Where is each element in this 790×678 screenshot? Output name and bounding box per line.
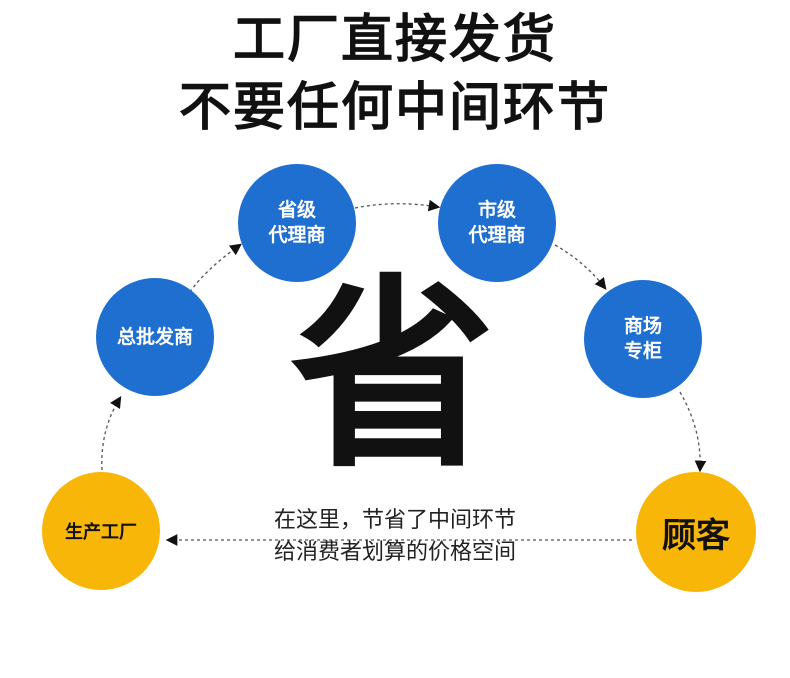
arrow-wholesaler-to-provincial [189, 243, 242, 293]
node-provincial-agent: 省级 代理商 [238, 164, 356, 282]
node-wholesaler-label: 总批发商 [116, 325, 193, 348]
node-provincial-agent-line1: 省级 [277, 199, 316, 221]
arrow-provincial-to-city [354, 199, 441, 212]
node-city-agent-line2: 代理商 [468, 224, 526, 246]
node-factory-label: 生产工厂 [65, 522, 137, 543]
node-mall-counter: 商场 专柜 [584, 280, 702, 398]
title-line-2: 不要任何中间环节 [178, 78, 611, 138]
node-customer: 顾客 [636, 472, 756, 592]
arrow-city-to-mall [554, 244, 607, 290]
arrow-factory-to-wholesaler [101, 396, 122, 471]
node-city-agent: 市级 代理商 [438, 164, 556, 282]
arrow-mall-to-customer [679, 391, 707, 473]
caption-line-2: 给消费者划算的价格空间 [273, 540, 516, 565]
caption-line-1: 在这里，节省了中间环节 [273, 508, 516, 533]
title-line-1: 工厂直接发货 [232, 10, 557, 70]
node-city-agent-line1: 市级 [477, 199, 516, 221]
node-customer-label: 顾客 [662, 515, 730, 556]
node-mall-counter-line2: 专柜 [623, 340, 662, 362]
node-provincial-agent-line2: 代理商 [268, 224, 326, 246]
node-wholesaler: 总批发商 [96, 278, 214, 396]
node-factory: 生产工厂 [42, 472, 160, 590]
node-mall-counter-line1: 商场 [623, 315, 662, 337]
center-save-character: 省 [290, 258, 495, 496]
